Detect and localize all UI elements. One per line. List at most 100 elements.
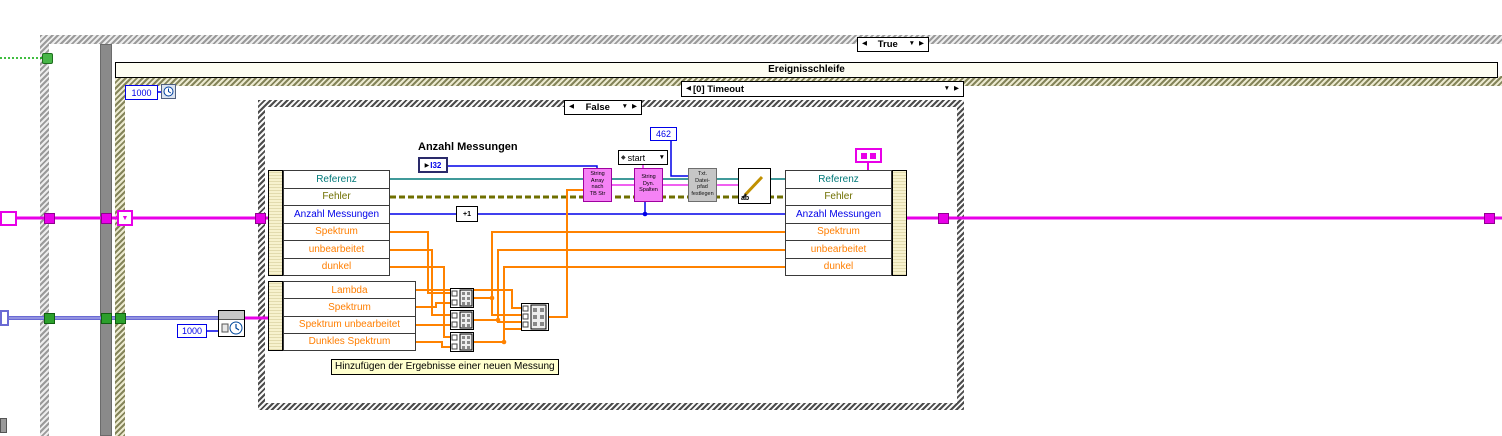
event-dropdown-icon[interactable]: ▼ (943, 84, 950, 92)
unbundle-row[interactable]: Dunkles Spektrum (283, 332, 416, 351)
cluster-tunnel[interactable] (255, 213, 266, 224)
bundle-row[interactable]: Spektrum (785, 222, 892, 241)
notifier-tunnel[interactable] (44, 313, 55, 324)
notifier-terminal[interactable] (0, 310, 9, 326)
subvi-txt-dateipfad-festlegen[interactable]: Txt. Datei- pfad festlegen (688, 168, 717, 202)
combo-value: start (627, 152, 646, 163)
clipped-terminal[interactable] (0, 418, 7, 433)
build-array-node[interactable] (450, 310, 474, 330)
build-array-2d-node[interactable] (521, 303, 549, 331)
write-ab-glyph: ab (741, 195, 750, 202)
subvi-string-array-nach-tb-str[interactable]: String Array nach TB Str (583, 168, 612, 202)
wait-timeout-constant[interactable]: 1000 (177, 324, 207, 338)
cluster-tunnel[interactable] (44, 213, 55, 224)
wire-spektrum-upper[interactable] (390, 231, 450, 294)
event-loop-title[interactable]: Ereignisschleife (115, 62, 1498, 78)
write-text-file-node[interactable]: ab (738, 168, 771, 204)
combo-box-constant-start[interactable]: ◆ start ▼ (618, 150, 668, 165)
wire-dunkel-upper[interactable] (390, 266, 450, 338)
wire-junction-dot (642, 211, 648, 217)
bundle-row[interactable]: unbearbeitet (785, 240, 892, 259)
build-array-node[interactable] (450, 288, 474, 308)
wire-dunkel-to-2d[interactable] (503, 328, 521, 342)
cluster-connector-strip (892, 170, 907, 276)
numeric-constant-462[interactable]: 462 (650, 127, 677, 141)
timeout-constant[interactable]: 1000 (125, 85, 158, 100)
control-label-anzahl-messungen[interactable]: Anzahl Messungen (418, 141, 518, 153)
left-shift-register-terminal[interactable]: ▼ (117, 210, 133, 226)
case-selector-true[interactable]: ◀ True ▼ ▶ (857, 37, 929, 52)
wire-2d-to-string[interactable] (549, 189, 583, 318)
subvi-text: Spalten (639, 187, 658, 193)
clock-icon (221, 321, 243, 335)
subvi-text: Dyn. (642, 180, 655, 187)
cluster-connector-strip (268, 170, 283, 276)
i32-control-terminal[interactable]: ▶ I32 (418, 157, 448, 173)
bundle-row[interactable]: dunkel (785, 257, 892, 276)
wait-on-notification-node[interactable] (218, 310, 245, 337)
wire-junction-dot (501, 339, 507, 345)
case-selector-false[interactable]: ◀ False ▼ ▶ (564, 100, 642, 115)
notifier-tunnel[interactable] (115, 313, 126, 324)
bundle-row[interactable]: Fehler (785, 187, 892, 206)
combo-dropdown-icon[interactable]: ▼ (658, 154, 665, 161)
while-loop-border[interactable] (100, 44, 112, 436)
increment-glyph: +1 (463, 210, 471, 218)
wire-unbearbeitet-out[interactable] (474, 249, 785, 321)
wire-junction-dot (495, 317, 501, 323)
event-case-selector[interactable]: ◀ [0] Timeout ▼ ▶ (681, 81, 964, 97)
cluster-tunnel[interactable] (938, 213, 949, 224)
subvi-text: String (641, 174, 656, 180)
unbundle-row[interactable]: Anzahl Messungen (283, 205, 390, 224)
wire-unbearbeitet-to-2d[interactable] (497, 320, 521, 323)
build-array-icon (451, 311, 473, 329)
case-dropdown-icon[interactable]: ▼ (621, 103, 628, 111)
unbundle-row[interactable]: Spektrum (283, 298, 416, 317)
cluster-local-variable-icon[interactable] (855, 148, 882, 163)
event-timeout-terminal[interactable] (161, 84, 176, 99)
unbundle-row[interactable]: Spektrum (283, 222, 390, 241)
unbundle-row[interactable]: Spektrum unbearbeitet (283, 315, 416, 334)
unbundle-row[interactable]: dunkel (283, 257, 390, 276)
event-prev-arrow[interactable]: ◀ (686, 84, 691, 92)
wire-spektrum-out[interactable] (474, 231, 785, 299)
unbundle-row[interactable]: unbearbeitet (283, 240, 390, 259)
unbundle-by-name-results[interactable]: Referenz Fehler Anzahl Messungen Spektru… (268, 170, 390, 276)
notifier-tunnel[interactable] (101, 313, 112, 324)
case-prev-arrow[interactable]: ◀ (862, 40, 867, 48)
case-prev-arrow[interactable]: ◀ (569, 103, 574, 111)
cluster-control-terminal[interactable] (0, 211, 17, 226)
cluster-connector-strip (268, 281, 283, 351)
bundle-row[interactable]: Anzahl Messungen (785, 205, 892, 224)
wait-node-header (219, 311, 244, 320)
cluster-tunnel[interactable] (101, 213, 112, 224)
bundle-row[interactable]: Referenz (785, 170, 892, 189)
case-selector-label: True (877, 39, 898, 50)
event-next-arrow[interactable]: ▶ (954, 84, 959, 92)
build-array-node[interactable] (450, 332, 474, 352)
bundle-by-name-results[interactable]: Referenz Fehler Anzahl Messungen Spektru… (785, 170, 907, 276)
increment-node[interactable]: +1 (456, 206, 478, 222)
wire-462[interactable] (670, 141, 688, 177)
wire-spektrum-to-2d[interactable] (491, 298, 521, 316)
shift-register-arrow: ▼ (121, 214, 129, 222)
wire-dunkel-lower[interactable] (416, 341, 450, 348)
unbundle-by-name-spectra[interactable]: Lambda Spektrum Spektrum unbearbeitet Du… (268, 281, 416, 351)
wire-unbearbeitet-upper[interactable] (390, 249, 450, 316)
build-array-icon (522, 304, 547, 330)
unbundle-row[interactable]: Lambda (283, 281, 416, 300)
subvi-string-dyn-spalten[interactable]: String Dyn. Spalten (634, 168, 663, 202)
case-next-arrow[interactable]: ▶ (632, 103, 637, 111)
wire-dunkel-out[interactable] (474, 266, 785, 343)
wire-i32-count[interactable] (448, 165, 598, 169)
case-dropdown-icon[interactable]: ▼ (908, 40, 915, 48)
case-next-arrow[interactable]: ▶ (919, 40, 924, 48)
cluster-tunnel[interactable] (1484, 213, 1495, 224)
boolean-selector-tunnel[interactable] (42, 53, 53, 64)
free-label-comment[interactable]: Hinzufügen der Ergebnisse einer neuen Me… (331, 359, 559, 375)
clock-icon (163, 86, 174, 97)
subvi-text: Txt. (697, 171, 708, 177)
unbundle-row[interactable]: Referenz (283, 170, 390, 189)
unbundle-row[interactable]: Fehler (283, 187, 390, 206)
